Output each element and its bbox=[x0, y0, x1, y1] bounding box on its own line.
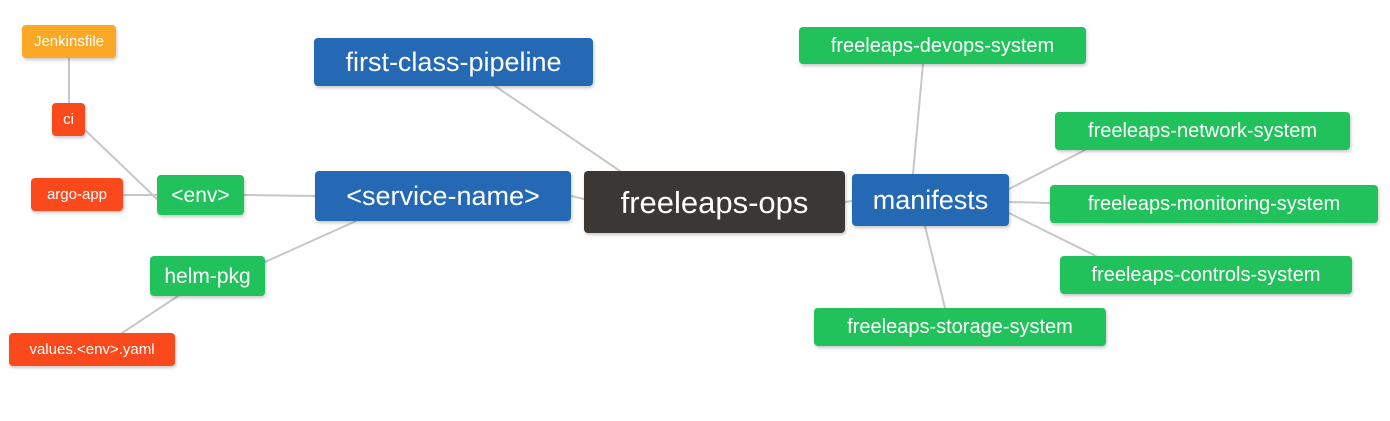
edge-env-to-service-name bbox=[243, 194, 316, 197]
node-label-env: <env> bbox=[171, 183, 230, 207]
node-argo-app[interactable]: argo-app bbox=[31, 178, 123, 211]
node-label-service-name: <service-name> bbox=[346, 180, 540, 211]
node-freeleaps-storage-system[interactable]: freeleaps-storage-system bbox=[814, 308, 1106, 346]
edge-freeleaps-network-system-to-manifests bbox=[1008, 149, 1086, 190]
node-label-freeleaps-controls-system: freeleaps-controls-system bbox=[1091, 264, 1321, 286]
node-label-freeleaps-ops: freeleaps-ops bbox=[620, 184, 809, 220]
node-label-ci: ci bbox=[63, 111, 74, 128]
node-label-values-yaml: values.<env>.yaml bbox=[29, 341, 155, 358]
node-manifests[interactable]: manifests bbox=[852, 174, 1009, 226]
node-first-class-pipeline[interactable]: first-class-pipeline bbox=[314, 38, 593, 86]
edge-freeleaps-devops-system-to-manifests bbox=[912, 63, 924, 175]
node-label-freeleaps-monitoring-system: freeleaps-monitoring-system bbox=[1087, 193, 1341, 215]
node-freeleaps-controls-system[interactable]: freeleaps-controls-system bbox=[1060, 256, 1352, 294]
edge-freeleaps-storage-system-to-manifests bbox=[924, 225, 946, 309]
node-label-freeleaps-storage-system: freeleaps-storage-system bbox=[847, 316, 1073, 338]
node-freeleaps-monitoring-system[interactable]: freeleaps-monitoring-system bbox=[1050, 185, 1378, 223]
node-jenkinsfile[interactable]: Jenkinsfile bbox=[22, 25, 116, 58]
edge-freeleaps-monitoring-system-to-manifests bbox=[1008, 201, 1051, 204]
node-freeleaps-network-system[interactable]: freeleaps-network-system bbox=[1055, 112, 1350, 150]
edge-values-yaml-to-helm-pkg bbox=[121, 295, 179, 334]
node-service-name[interactable]: <service-name> bbox=[315, 171, 571, 221]
edge-helm-pkg-to-service-name bbox=[264, 220, 357, 263]
edge-freeleaps-ops-to-manifests bbox=[844, 200, 853, 203]
node-freeleaps-ops[interactable]: freeleaps-ops bbox=[584, 171, 845, 233]
node-ci[interactable]: ci bbox=[52, 103, 85, 136]
edge-first-class-pipeline-to-freeleaps-ops bbox=[494, 85, 621, 172]
node-label-jenkinsfile: Jenkinsfile bbox=[33, 33, 105, 50]
node-label-argo-app: argo-app bbox=[46, 186, 108, 203]
node-label-manifests: manifests bbox=[872, 184, 989, 215]
node-label-freeleaps-devops-system: freeleaps-devops-system bbox=[830, 34, 1055, 57]
node-label-freeleaps-network-system: freeleaps-network-system bbox=[1088, 120, 1317, 142]
node-helm-pkg[interactable]: helm-pkg bbox=[150, 256, 265, 296]
edge-service-name-to-freeleaps-ops bbox=[570, 195, 585, 200]
node-env[interactable]: <env> bbox=[157, 175, 244, 215]
node-freeleaps-devops-system[interactable]: freeleaps-devops-system bbox=[799, 27, 1086, 64]
node-label-first-class-pipeline: first-class-pipeline bbox=[345, 46, 562, 77]
node-label-helm-pkg: helm-pkg bbox=[164, 264, 251, 288]
node-values-yaml[interactable]: values.<env>.yaml bbox=[9, 333, 175, 366]
